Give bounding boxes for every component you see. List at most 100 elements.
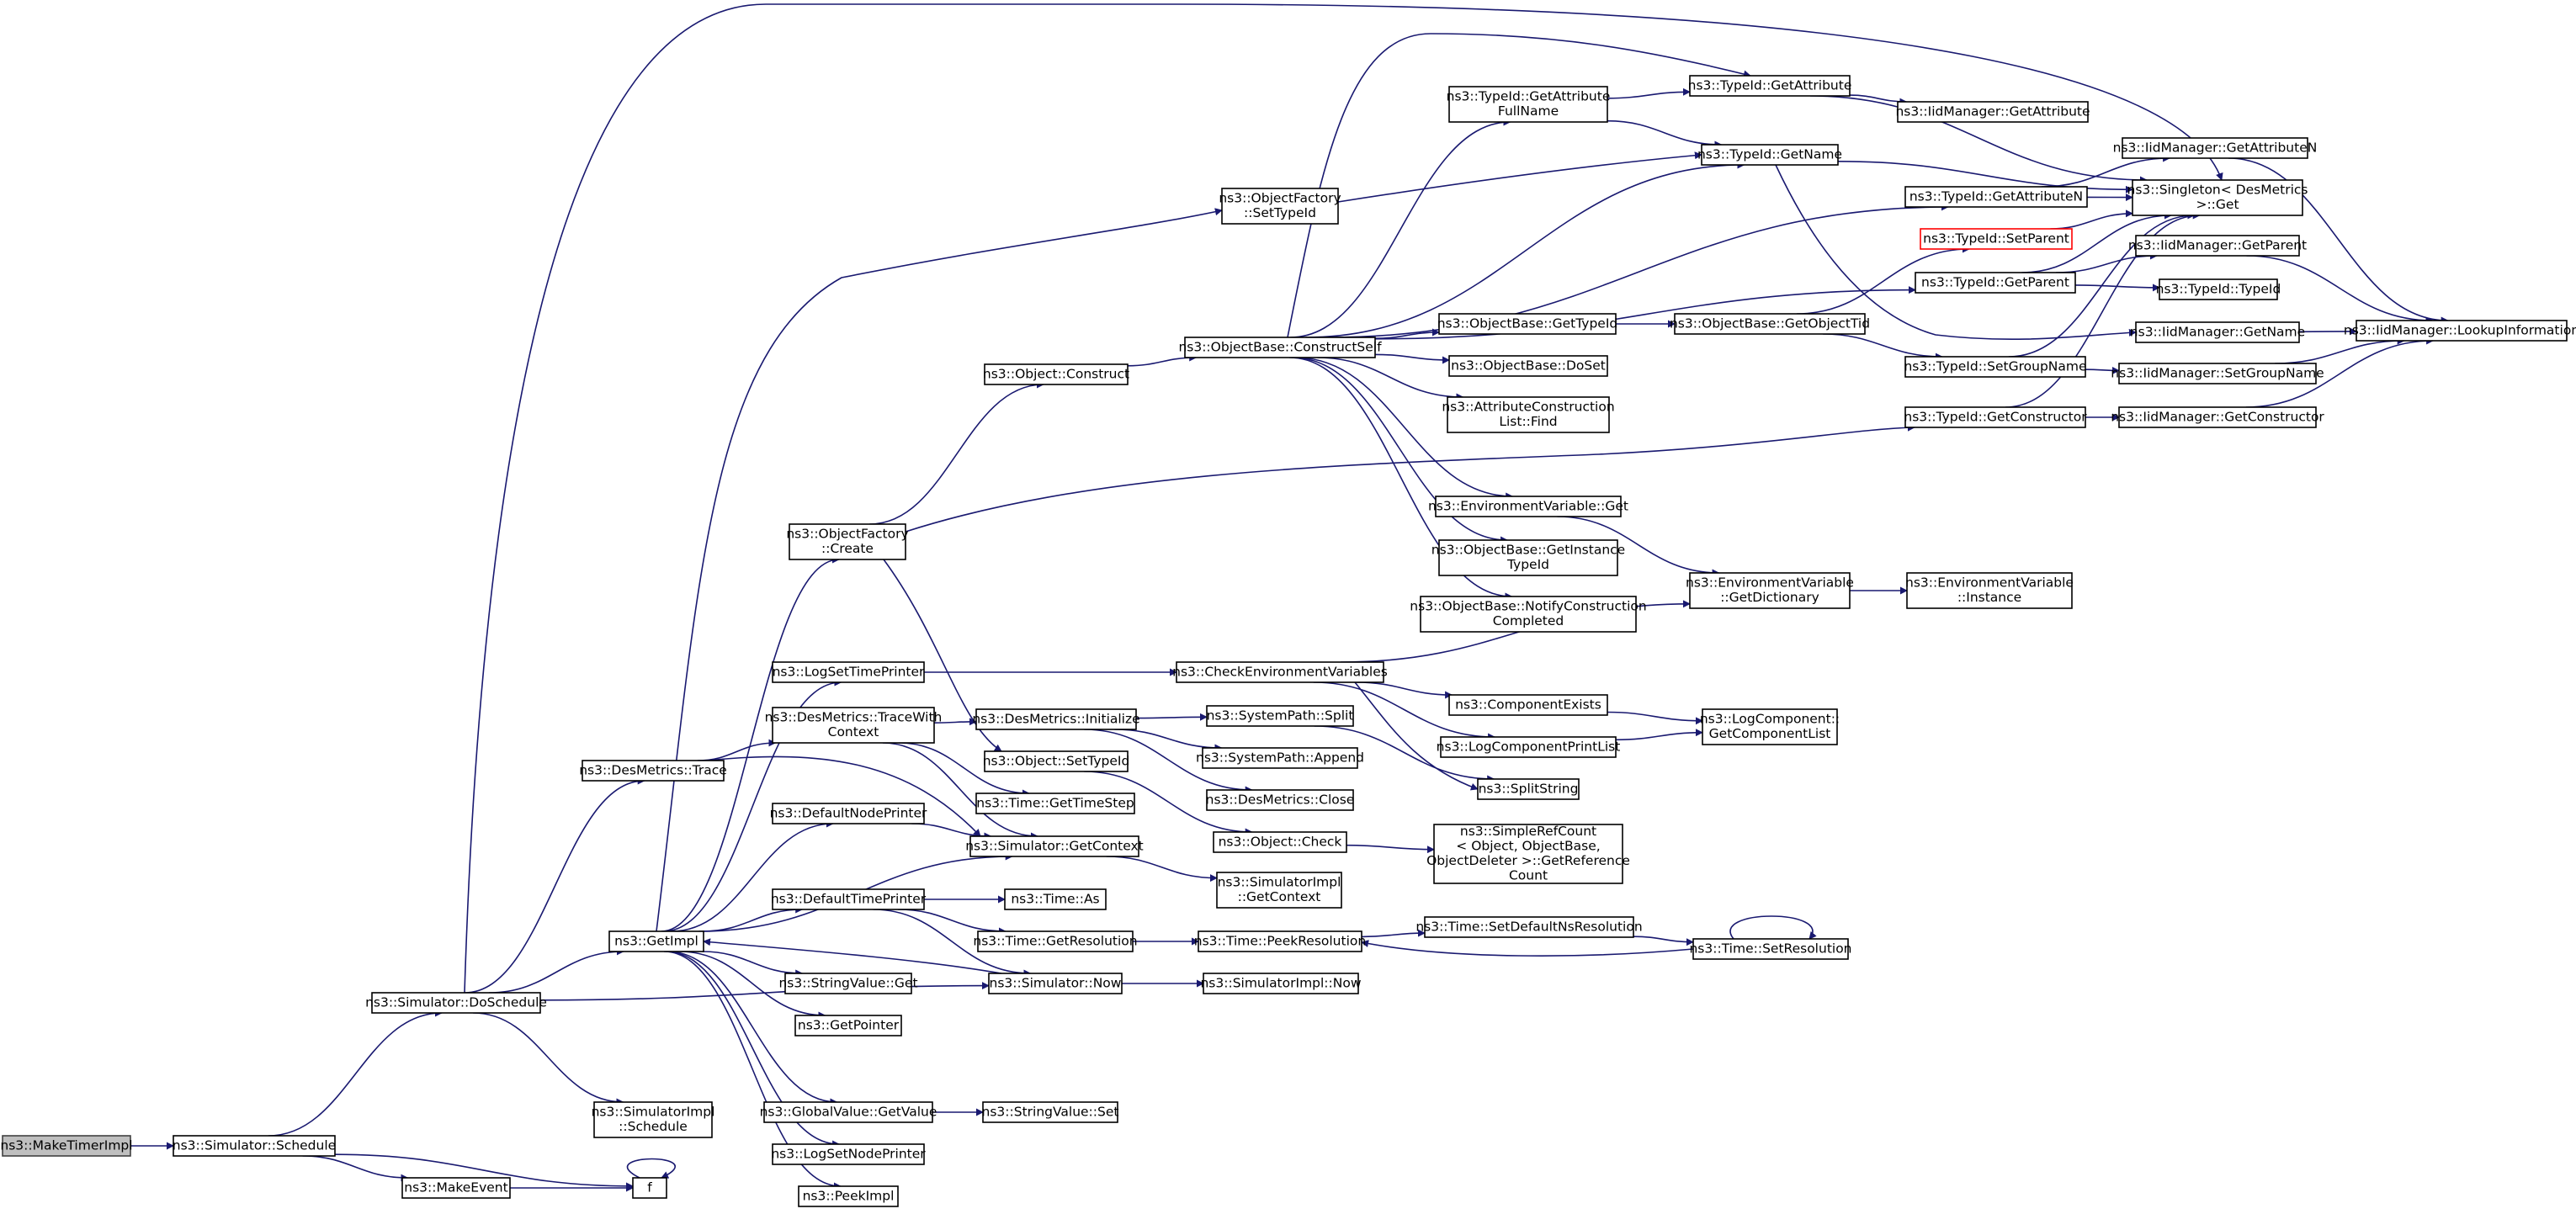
node-sim-impl-now[interactable]: ns3::SimulatorImpl::Now xyxy=(1200,973,1362,994)
node-string-value-set[interactable]: ns3::StringValue::Set xyxy=(982,1101,1119,1123)
node-type-id-get-constructor[interactable]: ns3::TypeId::GetConstructor xyxy=(1904,406,2087,428)
call-edge xyxy=(2275,337,2405,364)
node-component-exists[interactable]: ns3::ComponentExists xyxy=(1448,694,1608,716)
call-edge xyxy=(1313,681,1496,741)
node-make-event[interactable]: ns3::MakeEvent xyxy=(401,1177,511,1199)
node-label: ns3::LogComponent:: xyxy=(1700,712,1840,727)
node-label: ns3::IidManager::GetName xyxy=(2130,324,2305,339)
node-label: < Object, ObjectBase, xyxy=(1456,839,1600,854)
node-iid-get-attribute[interactable]: ns3::IidManager::GetAttribute xyxy=(1895,101,2090,123)
node-label: ns3::ObjectBase::DoSet xyxy=(1451,358,1606,373)
node-time-get-time-step[interactable]: ns3::Time::GetTimeStep xyxy=(975,793,1135,814)
node-get-impl[interactable]: ns3::GetImpl xyxy=(608,930,704,952)
node-label: ns3::TypeId::GetAttribute xyxy=(1688,77,1852,93)
node-label: ns3::IidManager::SetGroupName xyxy=(2111,365,2324,380)
call-edge xyxy=(1354,681,1479,791)
node-object-check[interactable]: ns3::Object::Check xyxy=(1213,831,1347,853)
node-dminitialize[interactable]: ns3::DesMetrics::Initialize xyxy=(972,708,1140,730)
node-obnotify-construction-completed[interactable]: ns3::ObjectBase::NotifyConstructionCompl… xyxy=(1410,596,1647,633)
node-sim-impl-get-context[interactable]: ns3::SimulatorImpl::GetContext xyxy=(1216,872,1342,909)
call-edge xyxy=(2245,337,2435,408)
node-dmclose[interactable]: ns3::DesMetrics::Close xyxy=(1206,789,1355,811)
node-time-as[interactable]: ns3::Time::As xyxy=(1004,888,1107,910)
node-ofcreate[interactable]: ns3::ObjectFactory::Create xyxy=(786,523,909,560)
call-edge xyxy=(679,951,826,1020)
node-label: ns3::DesMetrics::TraceWith xyxy=(765,710,943,725)
node-construct-self[interactable]: ns3::ObjectBase::ConstructSelf xyxy=(1178,337,1382,358)
node-spsplit[interactable]: ns3::SystemPath::Split xyxy=(1206,705,1354,727)
call-edge xyxy=(2021,211,2172,273)
node-label: ns3::DefaultTimePrinter xyxy=(771,891,927,906)
node-f[interactable]: f xyxy=(632,1177,667,1199)
call-edge xyxy=(1374,353,1450,364)
node-lcget-component-list[interactable]: ns3::LogComponent::GetComponentList xyxy=(1700,708,1840,745)
node-env-var-get-dictionary[interactable]: ns3::EnvironmentVariable::GetDictionary xyxy=(1686,572,1854,609)
node-set-default-ns-resolution[interactable]: ns3::Time::SetDefaultNsResolution xyxy=(1415,916,1643,938)
call-edge xyxy=(1361,940,1694,957)
node-ofset-type-id[interactable]: ns3::ObjectFactory::SetTypeId xyxy=(1219,188,1341,225)
node-iid-lookup-information[interactable]: ns3::IidManager::LookupInformation xyxy=(2344,320,2576,342)
node-env-var-instance[interactable]: ns3::EnvironmentVariable::Instance xyxy=(1905,572,2074,609)
node-split-string[interactable]: ns3::SplitString xyxy=(1477,778,1580,800)
node-type-id-get-attribute[interactable]: ns3::TypeId::GetAttribute xyxy=(1688,75,1852,97)
node-type-id-set-parent[interactable]: ns3::TypeId::SetParent xyxy=(1920,228,2073,250)
node-make-timer-impl[interactable]: ns3::MakeTimerImpl xyxy=(0,1135,133,1157)
node-iid-set-group-name[interactable]: ns3::IidManager::SetGroupName xyxy=(2111,363,2324,384)
node-default-time-printer[interactable]: ns3::DefaultTimePrinter xyxy=(771,888,927,910)
node-do-schedule[interactable]: ns3::Simulator::DoSchedule xyxy=(365,992,547,1014)
node-schedule[interactable]: ns3::Simulator::Schedule xyxy=(173,1135,336,1157)
node-iid-get-attribute-n[interactable]: ns3::IidManager::GetAttributeN xyxy=(2113,137,2318,159)
node-type-id-get-name[interactable]: ns3::TypeId::GetName xyxy=(1697,144,1842,166)
node-label: ns3::Time::PeekResolution xyxy=(1194,933,1366,948)
node-obget-type-id[interactable]: ns3::ObjectBase::GetTypeId xyxy=(1437,313,1618,335)
node-simple-ref-count[interactable]: ns3::SimpleRefCount< Object, ObjectBase,… xyxy=(1426,824,1630,884)
node-obdo-set[interactable]: ns3::ObjectBase::DoSet xyxy=(1448,355,1608,377)
node-sim-get-context[interactable]: ns3::Simulator::GetContext xyxy=(965,835,1144,857)
node-log-component-print-list[interactable]: ns3::LogComponentPrintList xyxy=(1437,736,1621,758)
node-time-peek-resolution[interactable]: ns3::Time::PeekResolution xyxy=(1194,930,1366,952)
call-edge xyxy=(869,380,1044,525)
node-label: ns3::ObjectFactory xyxy=(786,527,908,542)
node-get-pointer[interactable]: ns3::GetPointer xyxy=(794,1015,902,1036)
node-label: ns3::TypeId::SetGroupName xyxy=(1904,358,2086,374)
node-time-get-resolution[interactable]: ns3::Time::GetResolution xyxy=(973,930,1138,952)
call-edge xyxy=(1823,333,1943,361)
node-obget-object-tid[interactable]: ns3::ObjectBase::GetObjectTid xyxy=(1670,313,1870,335)
node-label: ns3::EnvironmentVariable xyxy=(1686,575,1854,591)
node-peek-impl[interactable]: ns3::PeekImpl xyxy=(798,1185,899,1207)
node-default-node-printer[interactable]: ns3::DefaultNodePrinter xyxy=(770,803,927,824)
node-string-value-get[interactable]: ns3::StringValue::Get xyxy=(778,973,918,994)
node-singleton-get[interactable]: ns3::Singleton< DesMetrics >::Get xyxy=(2127,179,2308,216)
node-check-env-vars[interactable]: ns3::CheckEnvironmentVariables xyxy=(1172,661,1388,683)
node-spappend[interactable]: ns3::SystemPath::Append xyxy=(1196,747,1364,769)
node-des-metrics-trace[interactable]: ns3::DesMetrics::Trace xyxy=(579,760,727,782)
node-type-id-set-group-name[interactable]: ns3::TypeId::SetGroupName xyxy=(1904,356,2087,378)
call-edge xyxy=(489,947,624,994)
node-time-set-resolution[interactable]: ns3::Time::SetResolution xyxy=(1689,938,1852,960)
node-type-id-type-id[interactable]: ns3::TypeId::TypeId xyxy=(2156,278,2281,300)
node-label: >::Get xyxy=(2196,197,2239,212)
call-edge xyxy=(702,905,804,932)
node-sim-now[interactable]: ns3::Simulator::Now xyxy=(988,973,1123,994)
node-env-var-get[interactable]: ns3::EnvironmentVariable::Get xyxy=(1428,496,1628,517)
node-label: ns3::Singleton< DesMetrics xyxy=(2127,183,2308,198)
node-type-id-get-parent[interactable]: ns3::TypeId::GetParent xyxy=(1915,272,2076,294)
node-iid-get-parent[interactable]: ns3::IidManager::GetParent xyxy=(2128,235,2307,257)
node-object-set-type-id[interactable]: ns3::Object::SetTypeId xyxy=(983,750,1130,772)
call-edge xyxy=(873,909,1032,978)
node-iid-get-name[interactable]: ns3::IidManager::GetName xyxy=(2130,321,2305,343)
node-log-set-node-printer[interactable]: ns3::LogSetNodePrinter xyxy=(771,1143,926,1165)
node-type-id-get-attribute-n[interactable]: ns3::TypeId::GetAttributeN xyxy=(1904,186,2088,208)
call-edge xyxy=(933,718,977,726)
node-sim-impl-schedule[interactable]: ns3::SimulatorImpl::Schedule xyxy=(592,1101,715,1138)
node-object-construct[interactable]: ns3::Object::Construct xyxy=(983,363,1129,385)
node-log-set-time-printer[interactable]: ns3::LogSetTimePrinter xyxy=(772,661,925,683)
node-label: ns3::TypeId::GetName xyxy=(1697,146,1842,162)
node-global-value-get-value[interactable]: ns3::GlobalValue::GetValue xyxy=(760,1101,937,1123)
node-label: ns3::TypeId::GetAttribute xyxy=(1447,89,1611,104)
node-iid-get-constructor[interactable]: ns3::IidManager::GetConstructor xyxy=(2111,406,2324,428)
